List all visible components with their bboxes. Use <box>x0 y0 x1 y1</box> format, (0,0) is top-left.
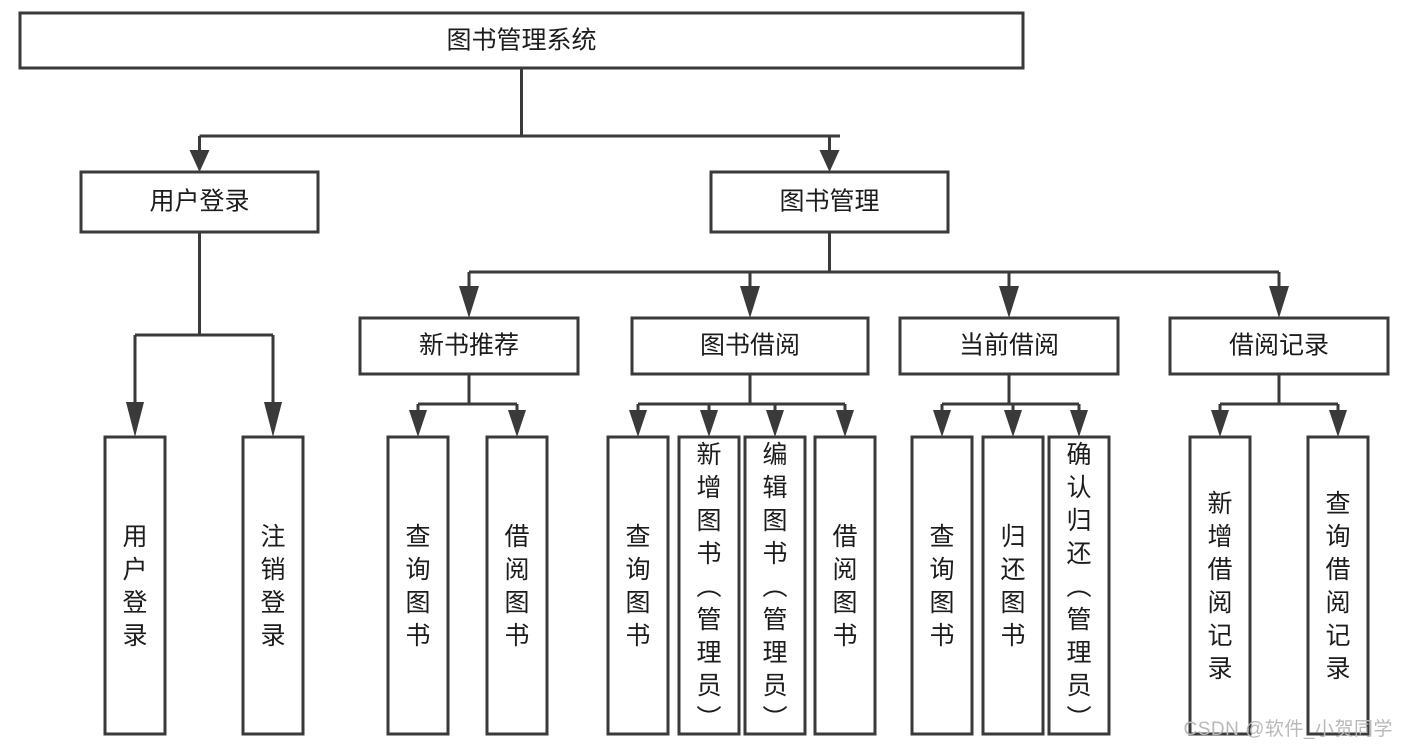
leaf-add-book-admin-box[interactable] <box>677 435 741 736</box>
node-current-borrow[interactable]: 当前借阅 <box>898 316 1120 376</box>
leaf-add-book-admin-label: 新增图书︵管理员︶ <box>696 441 721 733</box>
leaf-edit-book-admin-box[interactable] <box>743 435 807 736</box>
leaf-query-book-cur-label: 查询图书 <box>929 523 954 650</box>
leaf-query-borrow-record-box[interactable] <box>1306 435 1370 736</box>
arrow-to-borrow-record <box>1269 286 1289 318</box>
leaf-query-book-borrow[interactable]: 查询图书 <box>606 435 670 736</box>
leaf-user-logout-label: 注销登录 <box>260 523 285 650</box>
node-user-login[interactable]: 用户登录 <box>79 170 320 234</box>
node-book-borrow-label: 图书借阅 <box>700 332 800 360</box>
node-new-book-recommend-label: 新书推荐 <box>419 332 519 360</box>
arrow-to-leaf-add-borrow-record <box>1211 410 1229 437</box>
leaf-edit-book-admin[interactable]: 编辑图书︵管理员︶ <box>743 435 807 736</box>
node-new-book-recommend[interactable]: 新书推荐 <box>358 316 580 376</box>
node-current-borrow-label: 当前借阅 <box>959 332 1059 360</box>
leaf-return-book[interactable]: 归还图书 <box>981 435 1045 736</box>
arrow-to-leaf-borrow-book <box>836 410 854 437</box>
node-book-borrow[interactable]: 图书借阅 <box>630 316 870 376</box>
arrow-to-leaf-edit-book-admin <box>766 410 784 437</box>
arrow-to-leaf-query-book-borrow <box>629 410 647 437</box>
leaf-borrow-book-rec-box[interactable] <box>485 435 549 736</box>
arrow-to-leaf-confirm-return-admin <box>1070 410 1088 437</box>
leaf-query-book-rec-box[interactable] <box>386 435 450 736</box>
leaf-user-logout[interactable]: 注销登录 <box>241 435 305 736</box>
leaf-query-book-borrow-box[interactable] <box>606 435 670 736</box>
leaf-query-book-cur[interactable]: 查询图书 <box>910 435 974 736</box>
leaf-return-book-label: 归还图书 <box>1000 523 1025 650</box>
arrow-to-leaf-user-login <box>126 402 144 437</box>
node-user-login-box[interactable] <box>79 170 320 234</box>
node-borrow-record[interactable]: 借阅记录 <box>1168 316 1390 376</box>
leaf-borrow-book[interactable]: 借阅图书 <box>813 435 877 736</box>
node-new-book-recommend-box[interactable] <box>358 316 580 376</box>
node-book-manage-box[interactable] <box>709 170 950 234</box>
leaf-add-borrow-record-label: 新增借阅记录 <box>1207 490 1232 683</box>
node-root[interactable]: 图书管理系统 <box>18 11 1025 70</box>
node-root-box[interactable] <box>18 11 1025 70</box>
arrow-to-current-borrow <box>999 286 1019 318</box>
node-borrow-record-label: 借阅记录 <box>1229 332 1329 360</box>
leaf-query-borrow-record-label: 查询借阅记录 <box>1325 490 1350 683</box>
node-user-login-label: 用户登录 <box>149 188 249 216</box>
arrow-to-new-book-recommend <box>459 286 479 318</box>
leaf-query-book-cur-box[interactable] <box>910 435 974 736</box>
leaf-user-login-box[interactable] <box>103 435 167 736</box>
leaf-confirm-return-admin[interactable]: 确认归还︵管理员︶ <box>1047 435 1111 736</box>
arrow-to-leaf-query-borrow-record <box>1329 410 1347 437</box>
leaf-user-login[interactable]: 用户登录 <box>103 435 167 736</box>
leaf-confirm-return-admin-box[interactable] <box>1047 435 1111 736</box>
arrow-to-leaf-query-book-cur <box>933 410 951 437</box>
leaf-add-book-admin[interactable]: 新增图书︵管理员︶ <box>677 435 741 736</box>
node-book-manage[interactable]: 图书管理 <box>709 170 950 234</box>
arrow-to-book-manage <box>819 150 840 172</box>
leaf-query-borrow-record[interactable]: 查询借阅记录 <box>1306 435 1370 736</box>
node-book-borrow-box[interactable] <box>630 316 870 376</box>
leaf-borrow-book-rec-label: 借阅图书 <box>504 523 529 650</box>
node-current-borrow-box[interactable] <box>898 316 1120 376</box>
leaf-confirm-return-admin-label: 确认归还︵管理员︶ <box>1066 441 1091 733</box>
node-root-label: 图书管理系统 <box>446 27 596 55</box>
leaf-borrow-book-box[interactable] <box>813 435 877 736</box>
leaf-borrow-book-label: 借阅图书 <box>832 523 857 650</box>
leaf-query-book-rec-label: 查询图书 <box>405 523 430 650</box>
leaf-borrow-book-rec[interactable]: 借阅图书 <box>485 435 549 736</box>
leaf-add-borrow-record[interactable]: 新增借阅记录 <box>1188 435 1252 736</box>
leaf-query-book-rec[interactable]: 查询图书 <box>386 435 450 736</box>
node-book-manage-label: 图书管理 <box>779 188 879 216</box>
arrow-to-leaf-add-book-admin <box>700 410 718 437</box>
leaf-user-login-label: 用户登录 <box>122 523 147 650</box>
connector-layer <box>126 68 1347 437</box>
arrow-to-book-borrow <box>740 286 760 318</box>
arrow-to-leaf-user-logout <box>264 402 282 437</box>
leaf-add-borrow-record-box[interactable] <box>1188 435 1252 736</box>
leaf-edit-book-admin-label: 编辑图书︵管理员︶ <box>762 441 787 733</box>
node-borrow-record-box[interactable] <box>1168 316 1390 376</box>
arrow-to-leaf-borrow-book-rec <box>508 410 526 437</box>
leaf-return-book-box[interactable] <box>981 435 1045 736</box>
arrow-to-leaf-return-book <box>1004 410 1022 437</box>
arrow-to-leaf-query-book-rec <box>409 410 427 437</box>
leaf-query-book-borrow-label: 查询图书 <box>625 523 650 650</box>
leaf-user-logout-box[interactable] <box>241 435 305 736</box>
arrow-to-user-login <box>189 150 210 172</box>
